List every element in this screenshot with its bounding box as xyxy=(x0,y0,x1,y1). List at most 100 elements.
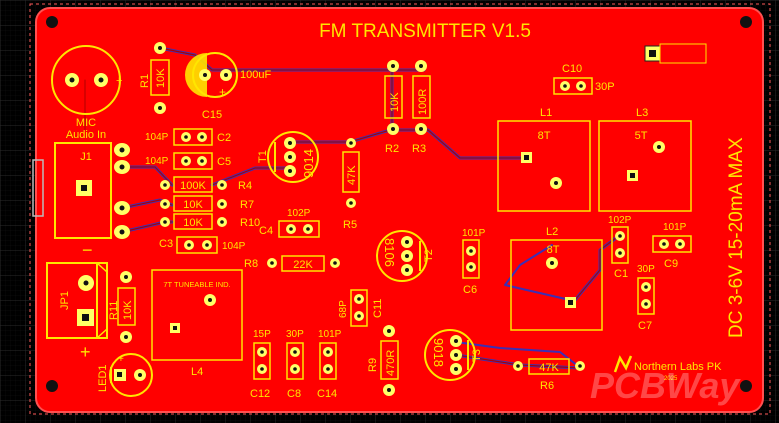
c11-capacitor: 68P C11 xyxy=(338,289,384,327)
c1-value: 102P xyxy=(608,215,632,226)
r7-resistor: 10K R7 xyxy=(160,195,254,212)
c14-ref: C14 xyxy=(317,388,337,400)
c3-capacitor: C3 104P xyxy=(159,236,246,254)
l1-ref: L1 xyxy=(540,107,552,119)
c10-ref: C10 xyxy=(562,63,582,75)
c11-ref: C11 xyxy=(372,299,384,318)
t3-value: 9018 xyxy=(431,338,446,367)
brand-name: Northern Labs PK xyxy=(634,361,722,373)
board-edge-dashed xyxy=(29,3,771,415)
r1-value: 10K xyxy=(155,68,167,88)
r3-value: 100R xyxy=(417,89,429,115)
c12-value: 15P xyxy=(253,329,271,340)
r11-value: 10K xyxy=(122,300,134,320)
c10-capacitor: C10 30P xyxy=(553,63,615,95)
t3-transistor: 9018 T3 xyxy=(424,329,483,381)
l4-inductor: 7T TUNEABLE IND. L4 xyxy=(151,269,243,378)
mic-footprint: + MIC Audio In xyxy=(51,45,122,141)
c15-capacitor: + 100uF C15 xyxy=(185,52,271,121)
c7-ref: C7 xyxy=(638,320,652,332)
t1-value: 9014 xyxy=(301,149,316,178)
power-label: DC 3-6V 15-20mA MAX xyxy=(726,137,747,338)
r3-ref: R3 xyxy=(412,143,426,155)
r11-resistor: 10K R11 xyxy=(108,271,136,343)
c15-value: 100uF xyxy=(240,69,271,81)
c5-value: 104P xyxy=(145,156,169,167)
r3-resistor: 100R R3 xyxy=(412,60,431,155)
r5-value: 47K xyxy=(346,165,358,185)
j1-label: J1 xyxy=(80,151,92,163)
l2-value: 8T xyxy=(547,244,560,256)
c12-ref: C12 xyxy=(250,388,270,400)
c1-ref: C1 xyxy=(614,268,628,280)
c4-value: 102P xyxy=(287,208,311,219)
l3-value: 5T xyxy=(635,130,648,142)
c11-value: 68P xyxy=(338,300,349,318)
r9-value: 470R xyxy=(385,350,397,376)
r9-ref: R9 xyxy=(367,358,379,372)
r2-resistor: 10K R2 xyxy=(384,60,403,155)
brand-year: 2025 xyxy=(664,376,678,382)
led1-plus: + xyxy=(118,354,124,365)
board-title: FM TRANSMITTER V1.5 xyxy=(319,21,531,42)
ant-connector xyxy=(644,43,707,64)
r4-ref: R4 xyxy=(238,180,252,192)
c3-value: 104P xyxy=(222,241,246,252)
jp1-minus: − xyxy=(82,240,93,260)
c7-value: 30P xyxy=(637,264,655,275)
c12-capacitor: 15P C12 xyxy=(250,329,271,400)
r6-value: 47K xyxy=(539,362,559,374)
l3-inductor: L3 5T xyxy=(598,107,692,212)
c9-value: 101P xyxy=(663,222,687,233)
r1-ref: R1 xyxy=(139,74,151,88)
t2-transistor: 8106 T2 xyxy=(376,230,435,282)
l3-ref: L3 xyxy=(636,107,648,119)
jp1-ref: JP1 xyxy=(59,291,71,310)
jp1-plus: + xyxy=(80,342,91,362)
l2-inductor: L2 8T xyxy=(510,226,603,331)
c10-value: 30P xyxy=(595,81,615,93)
c8-value: 30P xyxy=(286,329,304,340)
r4-resistor: 100K R4 xyxy=(160,176,252,193)
c15-plus: + xyxy=(219,85,226,99)
r2-value: 10K xyxy=(389,92,401,112)
r1-resistor: 10K R1 xyxy=(139,42,170,114)
l4-value: 7T TUNEABLE IND. xyxy=(163,280,230,289)
r10-resistor: 10K R10 xyxy=(160,213,260,230)
r8-resistor: R8 22K xyxy=(244,255,340,272)
r8-value: 22K xyxy=(293,259,313,271)
c6-value: 101P xyxy=(462,228,486,239)
r4-value: 100K xyxy=(180,180,206,192)
c2-ref: C2 xyxy=(217,132,231,144)
mic-plus: + xyxy=(116,75,122,87)
board-outline xyxy=(35,7,764,413)
jp1-terminal: − JP1 + xyxy=(46,240,108,362)
r6-resistor: 47K R6 xyxy=(513,358,585,392)
l2-ref: L2 xyxy=(546,226,558,238)
c4-ref: C4 xyxy=(259,225,273,237)
c8-ref: C8 xyxy=(287,388,301,400)
watermark: PCBWay xyxy=(590,365,741,406)
led1-ref: LED1 xyxy=(97,364,109,392)
t1-transistor: 9014 T1 xyxy=(257,131,319,183)
c14-value: 101P xyxy=(318,329,342,340)
c7-capacitor: 30P C7 xyxy=(637,264,655,332)
r10-ref: R10 xyxy=(240,217,260,229)
c4-capacitor: 102P C4 xyxy=(259,208,320,238)
c2-value: 104P xyxy=(145,132,169,143)
r8-ref: R8 xyxy=(244,258,258,270)
r5-ref: R5 xyxy=(343,219,357,231)
j1-jack: J1 xyxy=(32,142,130,239)
r2-ref: R2 xyxy=(385,143,399,155)
r5-resistor: 47K R5 xyxy=(342,138,360,231)
l1-value: 8T xyxy=(538,130,551,142)
c6-ref: C6 xyxy=(463,284,477,296)
c6-capacitor: 101P C6 xyxy=(462,228,486,296)
c5-capacitor: 104P C5 xyxy=(145,152,231,170)
t1-ref: T1 xyxy=(257,150,269,163)
r11-ref: R11 xyxy=(108,301,120,320)
c2-capacitor: 104P C2 xyxy=(145,128,231,146)
led1: + LED1 xyxy=(97,353,153,397)
r7-ref: R7 xyxy=(240,199,254,211)
mounting-holes xyxy=(46,16,752,392)
